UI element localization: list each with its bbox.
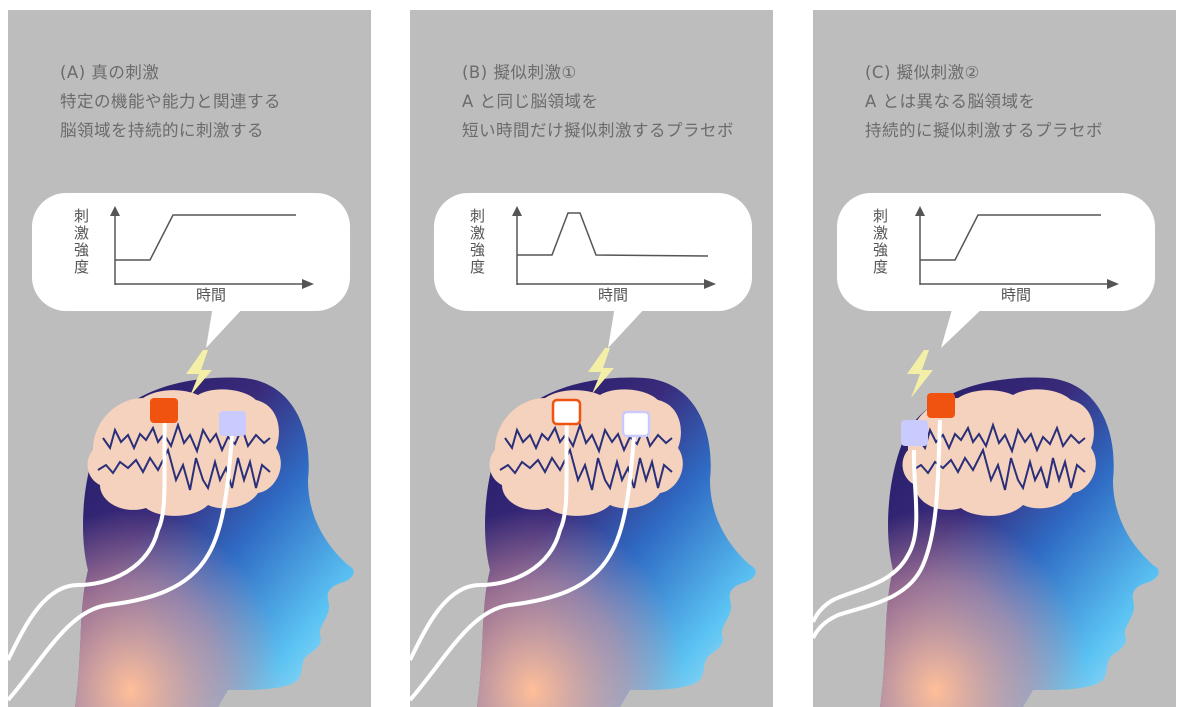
x-axis-label: 時間	[1001, 286, 1031, 304]
panel-a-caption: (A) 真の刺激 特定の機能や能力と関連する 脳領域を持続的に刺激する	[60, 58, 281, 145]
speech-bubble	[434, 193, 752, 348]
y-axis-label-char: 強	[74, 241, 89, 259]
panel-a-line-1: 特定の機能や能力と関連する	[60, 92, 281, 111]
y-axis-label-char: 激	[470, 224, 485, 242]
panel-b: (B) 擬似刺激① A と同じ脳領域を 短い時間だけ擬似刺激するプラセボ 刺 激…	[410, 10, 773, 707]
panel-c-figure: 刺 激 強 度 時間	[813, 193, 1159, 707]
electrode-sham	[621, 410, 651, 438]
stimulus-graph: 刺 激 強 度 時間	[470, 206, 716, 304]
panel-a-title: (A) 真の刺激	[60, 63, 160, 82]
lightning-icon	[588, 348, 614, 394]
lightning-icon	[186, 350, 212, 396]
panel-c-line-2: 持続的に擬似刺激するプラセボ	[865, 121, 1103, 140]
panel-a: (A) 真の刺激 特定の機能や能力と関連する 脳領域を持続的に刺激する 刺 激 …	[8, 10, 371, 707]
lightning-icon	[907, 350, 933, 398]
electrode-active	[927, 393, 955, 418]
y-axis-label-char: 強	[873, 241, 888, 259]
x-axis-label: 時間	[196, 286, 226, 304]
y-axis-label-char: 激	[873, 224, 888, 242]
panel-a-line-2: 脳領域を持続的に刺激する	[60, 121, 264, 140]
panel-b-caption: (B) 擬似刺激① A と同じ脳領域を 短い時間だけ擬似刺激するプラセボ	[462, 58, 734, 145]
y-axis-label-char: 度	[873, 258, 888, 276]
electrode-wires	[8, 414, 234, 702]
y-axis-label-char: 度	[74, 258, 89, 276]
x-axis-label: 時間	[598, 286, 628, 304]
stimulus-graph: 刺 激 強 度 時間	[873, 206, 1119, 304]
speech-bubble	[32, 193, 350, 348]
panel-b-figure: 刺 激 強 度 時間	[410, 193, 756, 707]
panel-b-title: (B) 擬似刺激①	[462, 63, 577, 82]
panel-b-line-1: A と同じ脳領域を	[462, 92, 599, 111]
electrode-passive	[219, 411, 246, 436]
panel-c-title: (C) 擬似刺激②	[865, 63, 980, 82]
panel-b-line-2: 短い時間だけ擬似刺激するプラセボ	[462, 121, 734, 140]
panel-c: (C) 擬似刺激② A とは異なる脳領域を 持続的に擬似刺激するプラセボ 刺 激…	[813, 10, 1176, 707]
electrode-wires	[410, 414, 636, 702]
electrode-active	[150, 398, 178, 423]
brain	[87, 389, 281, 516]
speech-bubble	[837, 193, 1155, 348]
electrode-wires	[813, 419, 942, 639]
y-axis-label-char: 激	[74, 224, 89, 242]
brain	[489, 389, 683, 516]
y-axis-label-char: 刺	[470, 207, 485, 225]
y-axis-label-char: 刺	[74, 207, 89, 225]
panel-c-caption: (C) 擬似刺激② A とは異なる脳領域を 持続的に擬似刺激するプラセボ	[865, 58, 1103, 145]
panel-c-line-1: A とは異なる脳領域を	[865, 92, 1036, 111]
stimulus-graph: 刺 激 強 度 時間	[74, 206, 314, 304]
y-axis-label-char: 度	[470, 258, 485, 276]
y-axis-label-char: 強	[470, 241, 485, 259]
y-axis-label-char: 刺	[873, 207, 888, 225]
electrode-passive	[901, 420, 928, 446]
electrode-sham	[551, 398, 582, 426]
brain-waves	[912, 421, 1086, 491]
panel-a-figure: 刺 激 強 度 時間	[8, 193, 354, 707]
